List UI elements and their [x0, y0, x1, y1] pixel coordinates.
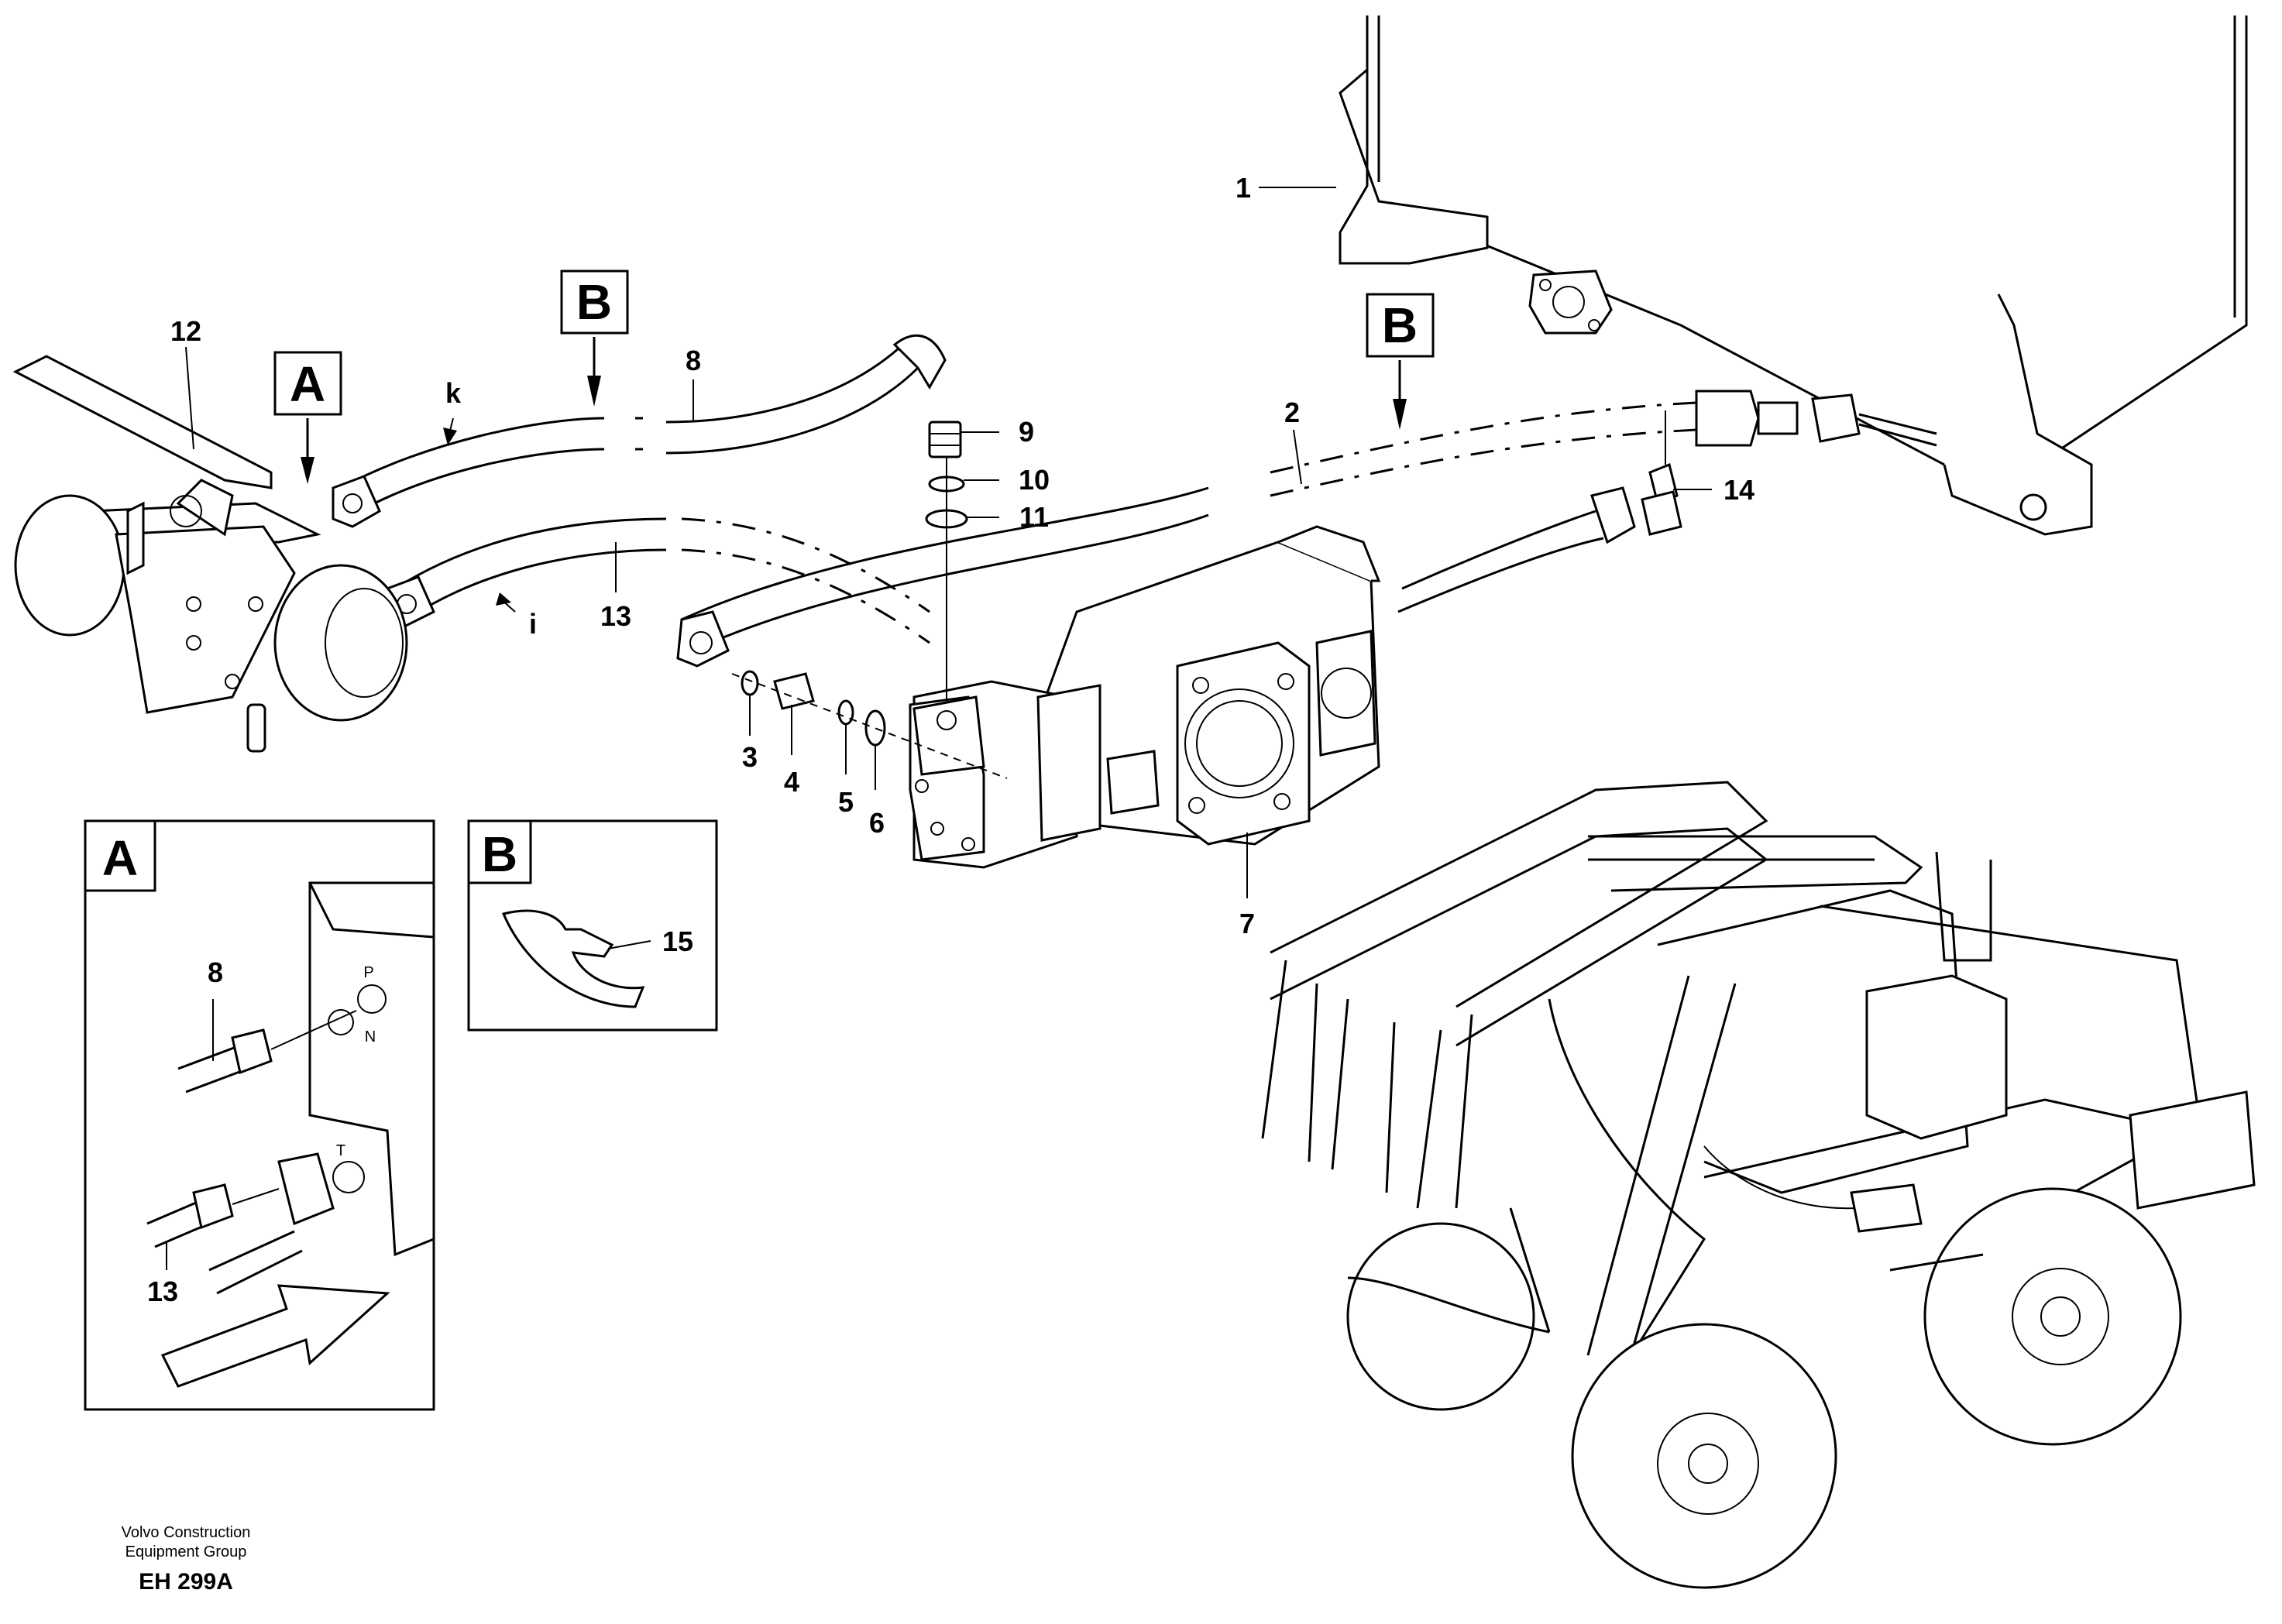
detail-a-callout-8: 8 [208, 956, 223, 988]
drawing-code: EH 299A [139, 1569, 233, 1595]
footer-block: Volvo Construction Equipment Group EH 29… [122, 1524, 251, 1595]
callout-2: 2 [1284, 397, 1302, 485]
svg-text:9: 9 [1019, 416, 1034, 448]
tee-fitting-14 [1641, 410, 1682, 536]
callout-8: 8 [686, 345, 701, 422]
hose-13 [386, 486, 1636, 644]
svg-text:13: 13 [600, 600, 631, 632]
port-n-label: N [365, 1028, 376, 1045]
o-ring-3 [741, 670, 759, 696]
svg-text:1: 1 [1236, 172, 1251, 204]
flow-arrow-k: k [443, 377, 462, 445]
pump-port-block [912, 695, 985, 776]
svg-text:B: B [576, 274, 612, 330]
callout-10: 10 [964, 464, 1050, 496]
callout-11: 11 [967, 501, 1049, 533]
section-marker-a: A [273, 351, 342, 484]
svg-text:11: 11 [1019, 501, 1049, 533]
company-line-2: Equipment Group [125, 1543, 247, 1560]
svg-text:12: 12 [170, 315, 201, 347]
company-line-1: Volvo Construction [122, 1524, 251, 1541]
port-p-label: P [363, 964, 373, 981]
port-t-label: T [336, 1142, 345, 1159]
callout-1: 1 [1236, 172, 1336, 204]
section-marker-b-left: B [560, 270, 629, 407]
svg-text:i: i [529, 608, 537, 640]
detail-box-a: A P N T 8 13 [84, 819, 435, 1411]
callout-9: 9 [961, 416, 1034, 448]
svg-text:4: 4 [784, 766, 799, 798]
adapter-4 [773, 672, 815, 710]
adapter-parts [731, 670, 1008, 779]
detail-a-callout-13: 13 [147, 1276, 178, 1307]
callout-6: 6 [869, 745, 885, 839]
svg-text:14: 14 [1724, 474, 1754, 506]
svg-text:8: 8 [686, 345, 701, 376]
callout-12: 12 [170, 315, 201, 450]
fitting-9 [928, 421, 962, 458]
detail-a-letter: A [102, 830, 138, 886]
svg-text:6: 6 [869, 807, 885, 839]
hydraulic-tank [1339, 15, 2248, 536]
callout-3: 3 [742, 695, 758, 773]
callout-14: 14 [1673, 474, 1754, 506]
svg-text:k: k [445, 377, 462, 409]
callout-7: 7 [1239, 833, 1255, 939]
wheel-loader-illustration [1261, 781, 2256, 1589]
callout-13: 13 [600, 542, 631, 632]
svg-text:5: 5 [838, 786, 854, 818]
hose-8 [332, 334, 947, 528]
section-marker-b-right: B [1366, 293, 1435, 430]
svg-text:3: 3 [742, 741, 758, 773]
detail-b-letter: B [482, 826, 517, 882]
svg-text:A: A [290, 356, 325, 412]
svg-text:2: 2 [1284, 397, 1300, 428]
svg-text:10: 10 [1019, 464, 1050, 496]
seal-6 [864, 709, 886, 747]
svg-text:7: 7 [1239, 908, 1255, 939]
hydraulic-pump [909, 525, 1381, 869]
detail-b-callout-15: 15 [662, 925, 693, 957]
callout-5: 5 [838, 724, 854, 818]
svg-text:B: B [1382, 297, 1418, 353]
brake-valve [12, 355, 408, 753]
hose-2 [676, 390, 1937, 668]
o-ring-5 [837, 699, 854, 726]
detail-box-b: B 15 [467, 819, 718, 1032]
flow-arrow-i: i [496, 592, 537, 640]
callout-4: 4 [784, 705, 799, 798]
